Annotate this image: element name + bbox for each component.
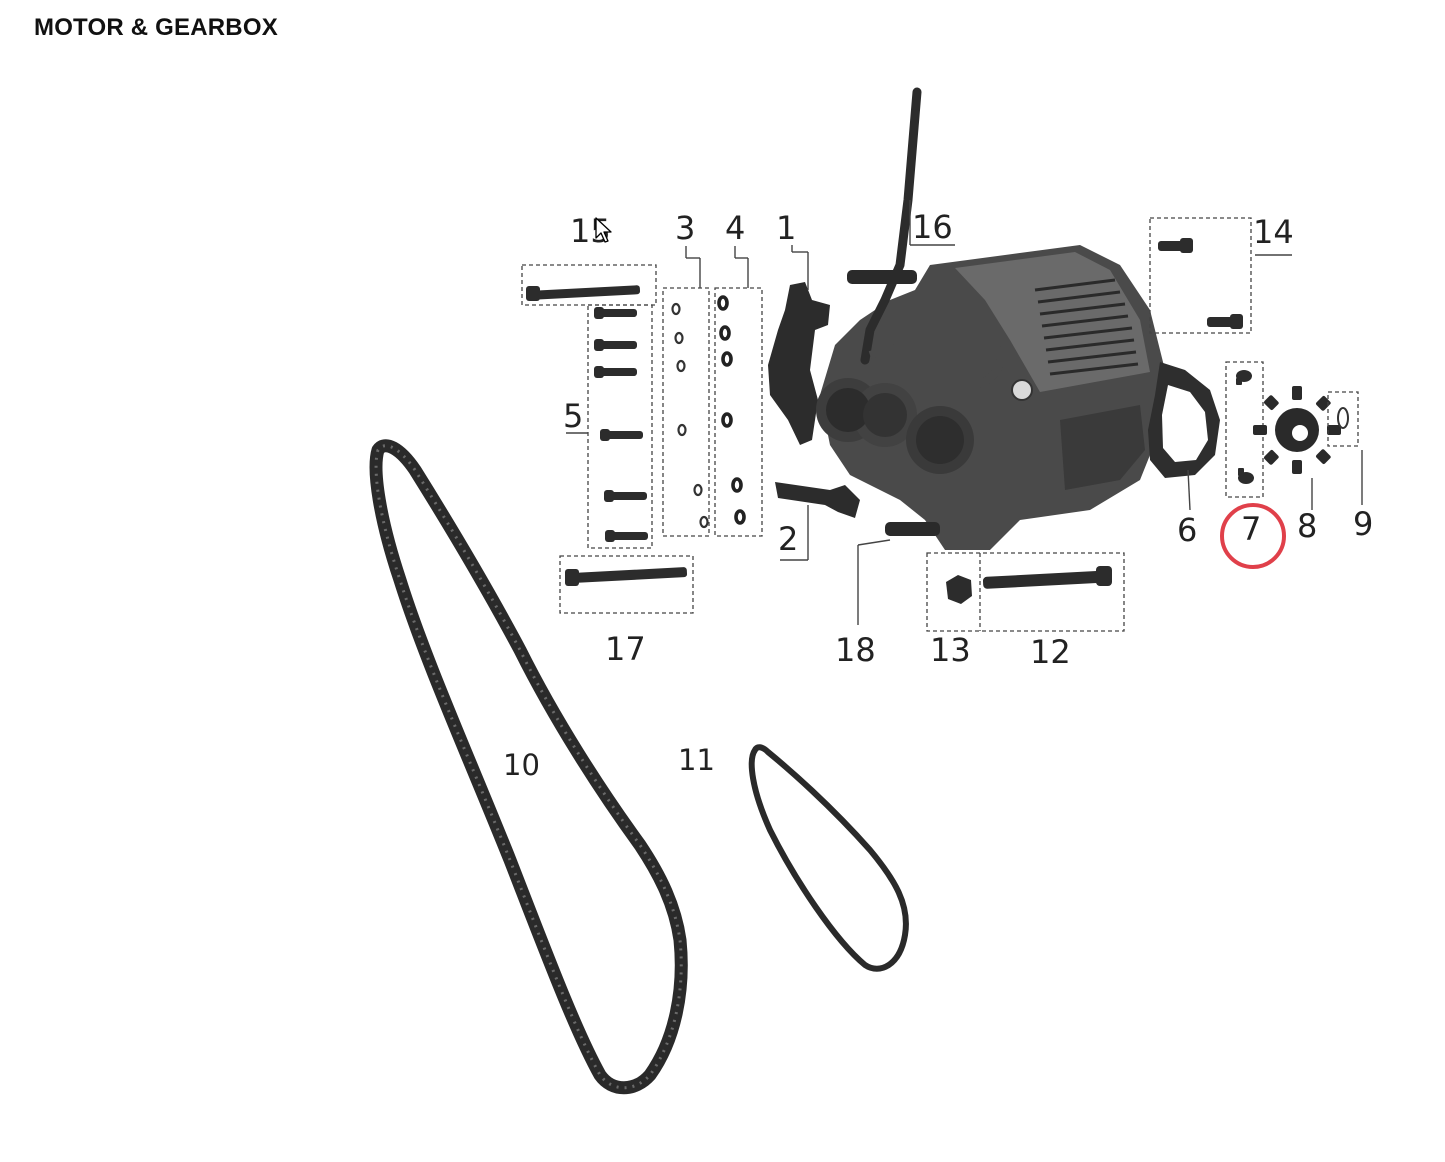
callout-9: 9 (1353, 505, 1373, 543)
drive-chain-10 (369, 439, 688, 1095)
highlight-circle (1220, 503, 1286, 569)
callout-4: 4 (725, 209, 745, 247)
callout-10: 10 (503, 748, 540, 782)
callout-1: 1 (776, 209, 796, 247)
callout-17: 17 (605, 630, 646, 668)
part-3-group (662, 246, 710, 537)
part-5-group (566, 304, 653, 549)
part-6-plate (1148, 362, 1220, 511)
page-title: MOTOR & GEARBOX (34, 14, 278, 41)
callout-6: 6 (1177, 511, 1197, 549)
part-8-sprocket (1253, 386, 1341, 510)
part-9-circlip (1327, 391, 1363, 505)
drive-chain-11 (748, 744, 909, 972)
callout-14: 14 (1253, 213, 1294, 251)
callout-labels: 1 2 3 4 5 6 7 8 9 10 11 12 13 14 15 16 1… (503, 208, 1373, 782)
callout-16: 16 (912, 208, 953, 246)
callout-2: 2 (778, 520, 798, 558)
part-14-group (1149, 217, 1292, 334)
motor-assembly (816, 87, 1165, 625)
callout-3: 3 (675, 209, 695, 247)
part-12-13-group (926, 552, 1125, 632)
mouse-pointer-icon (595, 217, 612, 243)
callout-18: 18 (835, 631, 876, 669)
callout-7: 7 (1241, 510, 1261, 548)
part-4-group (714, 246, 763, 537)
part-15-group (521, 264, 657, 306)
callout-12: 12 (1030, 633, 1071, 671)
callout-13: 13 (930, 631, 971, 669)
part-7-group (1225, 361, 1264, 498)
callout-8: 8 (1297, 507, 1317, 545)
callout-5: 5 (563, 397, 583, 435)
part-2-bracket (775, 482, 860, 561)
callout-11: 11 (678, 743, 715, 777)
part-1-bracket (768, 245, 830, 445)
part-17-group (559, 555, 694, 614)
